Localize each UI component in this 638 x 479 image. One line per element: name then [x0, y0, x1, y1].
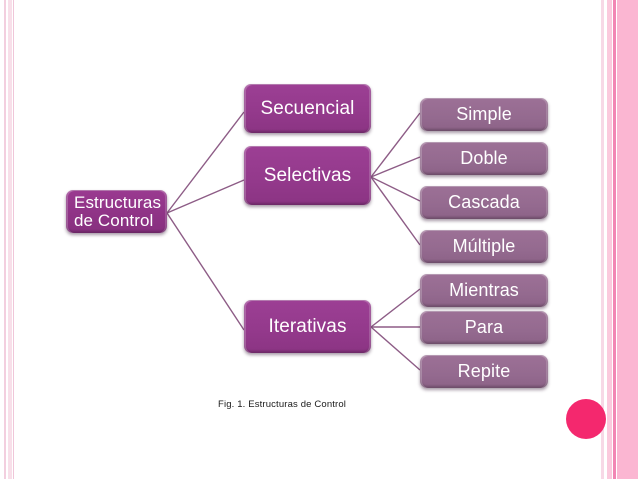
node-cascada[interactable]: Cascada [420, 186, 548, 219]
connector-selectivas-to-simple [370, 112, 421, 178]
node-doble[interactable]: Doble [420, 142, 548, 175]
connector-selectivas-to-doble [370, 156, 421, 178]
connector-root-to-iterativas [166, 212, 245, 331]
connector-root-to-secuencial [166, 111, 245, 214]
node-secuencial[interactable]: Secuencial [244, 84, 371, 133]
node-mientras[interactable]: Mientras [420, 274, 548, 307]
node-iterativas[interactable]: Iterativas [244, 300, 371, 353]
node-para[interactable]: Para [420, 311, 548, 344]
connector-iterativas-to-mientras [370, 288, 421, 328]
node-selectivas[interactable]: Selectivas [244, 146, 371, 205]
connector-selectivas-to-cascada [370, 176, 421, 202]
node-repite[interactable]: Repite [420, 355, 548, 388]
node-simple[interactable]: Simple [420, 98, 548, 131]
connector-iterativas-to-repite [370, 326, 421, 371]
node-multiple[interactable]: Múltiple [420, 230, 548, 263]
connector-root-to-selectivas [166, 179, 245, 214]
connector-selectivas-to-multiple [370, 176, 421, 246]
node-root[interactable]: Estructuras de Control [66, 190, 167, 233]
figure-caption: Fig. 1. Estructuras de Control [218, 399, 347, 410]
decorative-circle [566, 399, 606, 439]
